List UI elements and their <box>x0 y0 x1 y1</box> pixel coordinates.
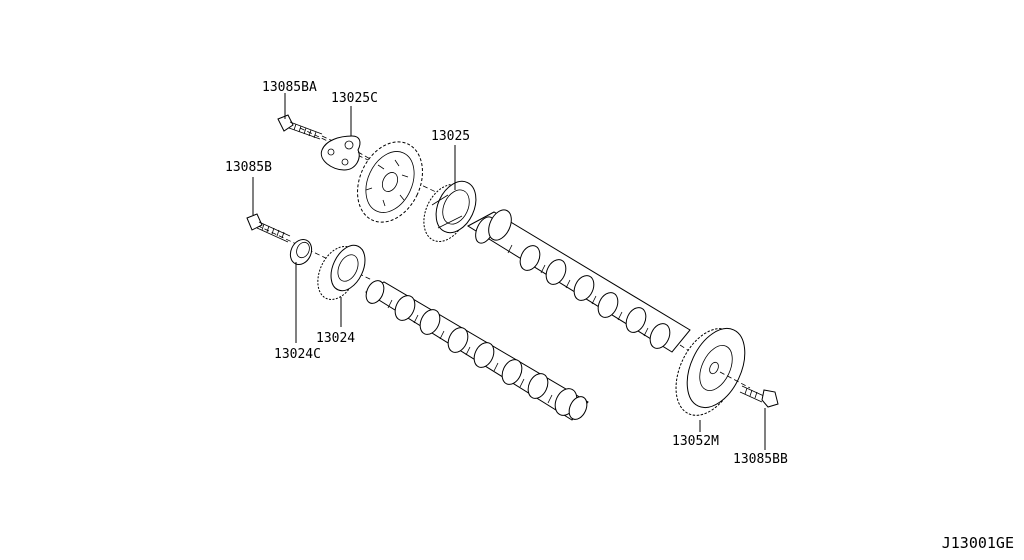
bolt-13085ba <box>277 114 336 143</box>
lower-camshaft <box>365 280 589 421</box>
label-13085b: 13085B <box>225 160 272 175</box>
washer-13024c <box>289 238 313 266</box>
upper-camshaft <box>467 209 701 359</box>
label-13085ba: 13085BA <box>262 80 317 95</box>
bolt-13085bb <box>739 385 779 408</box>
sprocket-13024 <box>317 244 366 300</box>
diagram-code: J13001GE <box>942 534 1014 552</box>
label-13085bb: 13085BB <box>733 452 788 467</box>
label-13024c: 13024C <box>274 347 321 362</box>
reluctor-plate <box>357 141 423 223</box>
bolt-13085b <box>246 213 291 243</box>
label-13052m: 13052M <box>672 434 719 449</box>
gear-13052m <box>675 327 751 416</box>
label-13024: 13024 <box>316 331 355 346</box>
plate-13025c <box>320 135 373 171</box>
sprocket-13025 <box>423 180 477 242</box>
label-13025c: 13025C <box>331 91 378 106</box>
label-13025: 13025 <box>431 129 470 144</box>
leader-lines <box>252 93 766 450</box>
